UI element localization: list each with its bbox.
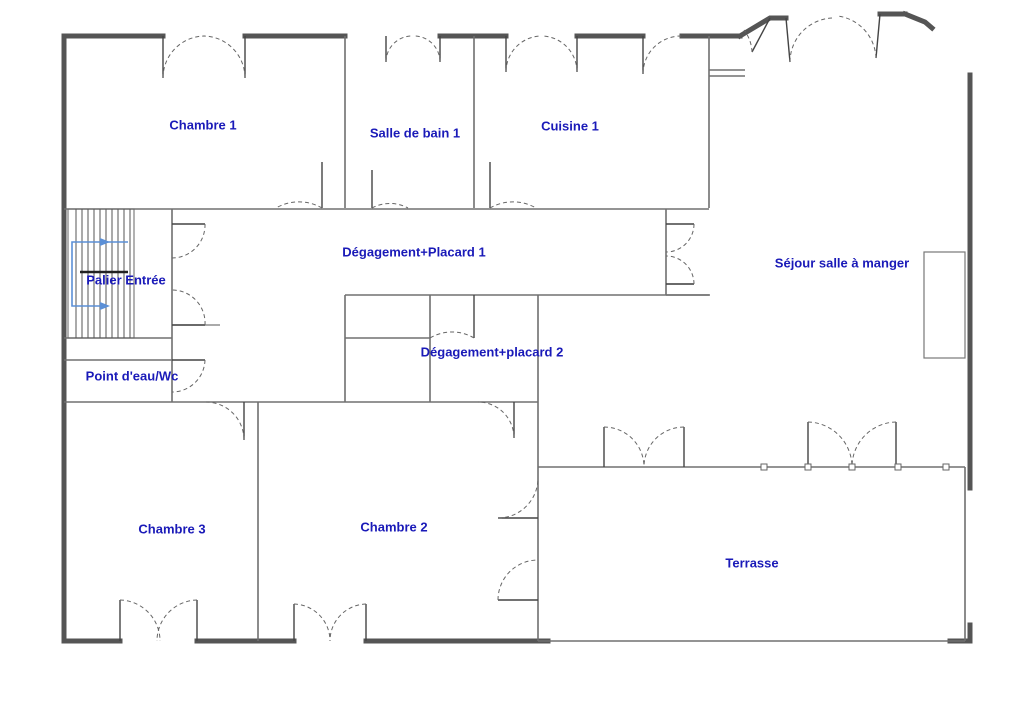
label-point-eau-wc: Point d'eau/Wc (86, 368, 179, 383)
door-swing (603, 426, 645, 468)
terrace-post (848, 463, 856, 471)
door-swing (162, 35, 206, 79)
door-swing (807, 421, 853, 468)
door-leaf (875, 13, 881, 59)
label-degagement-placard-1: Dégagement+Placard 1 (342, 244, 485, 259)
label-chambre-1: Chambre 1 (169, 117, 236, 132)
door-swing (851, 421, 897, 468)
terrace-post (760, 463, 768, 471)
door-swing (371, 202, 409, 209)
door-leaf (751, 17, 771, 53)
door-swing (497, 477, 539, 519)
door-swing (505, 35, 541, 73)
terrace-post (894, 463, 902, 471)
door-swing (171, 289, 206, 326)
terrace-post (942, 463, 950, 471)
cupboard-sejour (923, 251, 966, 359)
label-cuisine-1: Cuisine 1 (541, 118, 599, 133)
room-labels: Chambre 1 Salle de bain 1 Cuisine 1 Déga… (86, 117, 910, 570)
door-swing (497, 559, 539, 601)
door-swing (385, 35, 413, 63)
door-swing (171, 359, 206, 393)
interior-walls (64, 36, 966, 642)
door-swing (837, 15, 877, 59)
door-swing (202, 35, 246, 79)
door-swing (429, 331, 475, 339)
door-swing (643, 426, 685, 468)
doors (119, 13, 897, 642)
door-swing (171, 223, 206, 259)
label-chambre-2: Chambre 2 (360, 519, 427, 534)
door-swing (119, 599, 161, 642)
exterior-walls (61, 10, 973, 644)
label-sejour-salle-a-manger: Séjour salle à manger (775, 255, 909, 270)
door-swing (156, 599, 198, 642)
door-swing (489, 201, 537, 209)
door-swing (275, 201, 323, 209)
label-terrasse: Terrasse (725, 555, 778, 570)
staircase (67, 208, 135, 339)
terrace-posts (760, 463, 950, 471)
door-swing (329, 603, 367, 642)
label-chambre-3: Chambre 3 (138, 521, 205, 536)
label-palier-entree: Palier Entrée (86, 272, 166, 287)
label-salle-de-bain-1: Salle de bain 1 (370, 125, 460, 140)
label-degagement-placard-2: Dégagement+placard 2 (421, 344, 564, 359)
door-swing (542, 35, 578, 73)
terrace-post (804, 463, 812, 471)
door-leaf (785, 17, 791, 63)
door-swing (205, 401, 245, 441)
door-swing (665, 223, 695, 253)
door-swing (477, 401, 515, 439)
door-swing (413, 35, 441, 63)
door-swing (642, 35, 682, 75)
door-swing (743, 29, 753, 53)
door-swing (293, 603, 331, 642)
door-swing (789, 17, 833, 63)
door-swing (665, 255, 695, 285)
